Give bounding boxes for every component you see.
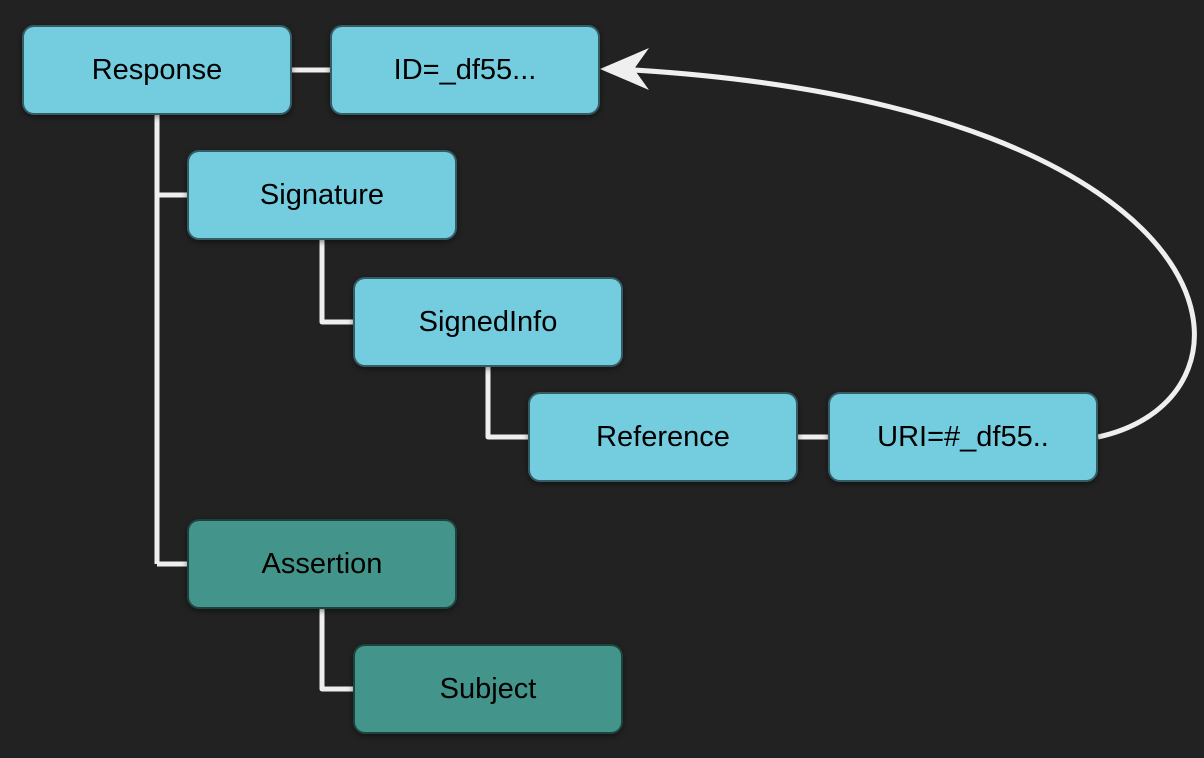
node-reference: Reference (528, 392, 798, 482)
node-subject-label: Subject (439, 672, 537, 705)
edge-signature-signedinfo (319, 240, 353, 325)
node-subject: Subject (353, 644, 623, 734)
node-assertion: Assertion (187, 519, 457, 609)
node-reference-label: Reference (596, 420, 730, 453)
edge-uri-id-curve (633, 67, 1197, 440)
node-signature: Signature (187, 150, 457, 240)
node-uri-attribute: URI=#_df55.. (828, 392, 1098, 482)
arrowhead-icon (600, 48, 649, 90)
edge-signedinfo-reference (485, 367, 528, 440)
node-id-attribute: ID=_df55... (330, 25, 600, 115)
node-response-label: Response (91, 53, 223, 86)
node-assertion-label: Assertion (261, 547, 383, 580)
node-id-attribute-label: ID=_df55... (393, 53, 537, 86)
node-signedinfo: SignedInfo (353, 277, 623, 367)
node-signature-label: Signature (259, 178, 385, 211)
node-uri-attribute-label: URI=#_df55.. (877, 420, 1049, 453)
node-signedinfo-label: SignedInfo (418, 305, 558, 338)
edge-assertion-subject (319, 609, 353, 692)
node-response: Response (22, 25, 292, 115)
